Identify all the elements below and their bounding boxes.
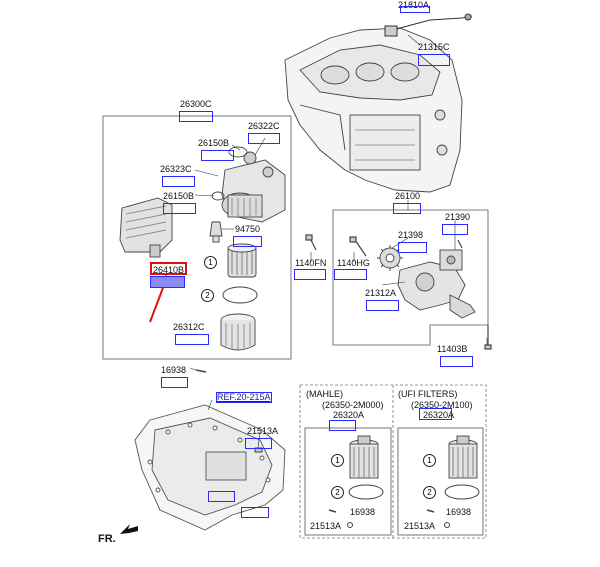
- callout-1-mahle: 1: [331, 454, 344, 467]
- oil-pump-frame: [332, 209, 489, 346]
- mahle-o-ring: [348, 484, 384, 500]
- callout-2-main: 2: [201, 289, 214, 302]
- hotspot-26150B-a[interactable]: [201, 150, 234, 161]
- label-26100: 26100: [395, 191, 421, 201]
- label-ufi-pn: (26350-2M100): [411, 400, 473, 410]
- callout-1-main: 1: [204, 256, 217, 269]
- hotspot-26322C[interactable]: [248, 133, 280, 144]
- label-21513A-pan: 21513A: [247, 426, 279, 436]
- hotspot-94750[interactable]: [233, 236, 262, 247]
- mahle-box: [304, 427, 392, 536]
- filter-element: [227, 243, 257, 278]
- highlight-26410B[interactable]: [150, 262, 187, 275]
- label-ufi-title: (UFI FILTERS): [398, 389, 458, 399]
- hotspot-1140FN[interactable]: [294, 269, 326, 280]
- hotspot-oil-pan-bolt[interactable]: [241, 507, 269, 518]
- label-1140HG: 1140HG: [337, 258, 370, 268]
- oil-cooler: [119, 197, 173, 258]
- hotspot-26323C[interactable]: [162, 176, 195, 187]
- ufi-filter-element: [448, 435, 478, 479]
- callout-2-ufi: 2: [423, 486, 436, 499]
- label-26150B-a: 26150B: [198, 138, 230, 148]
- hotspot-21390[interactable]: [442, 224, 468, 235]
- hotspot-21315C[interactable]: [418, 54, 450, 66]
- callout-2-mahle: 2: [331, 486, 344, 499]
- hotspot-21513A-pan[interactable]: [245, 438, 272, 449]
- label-11403B: 11403B: [437, 344, 468, 354]
- label-mahle-title: (MAHLE): [306, 389, 344, 399]
- o-ring: [222, 286, 258, 304]
- ufi-o-ring: [444, 484, 480, 500]
- hotspot-26300C[interactable]: [179, 111, 213, 122]
- hotspot-11403B[interactable]: [440, 356, 473, 367]
- pressure-switch: [209, 221, 223, 243]
- callout-1-ufi: 1: [423, 454, 436, 467]
- label-mahle-pn: (26350-2M000): [322, 400, 384, 410]
- oil-pan: [134, 404, 286, 531]
- label-1140FN: 1140FN: [295, 258, 327, 268]
- label-21390: 21390: [445, 212, 471, 222]
- label-21315C: 21315C: [418, 42, 450, 52]
- hotspot-26312C[interactable]: [175, 334, 209, 345]
- hotspot-16938[interactable]: [161, 377, 188, 388]
- hotspot-ufi-26320A[interactable]: [419, 408, 452, 420]
- label-mahle-21513A: 21513A: [310, 521, 342, 531]
- label-21810A: 21810A: [398, 0, 430, 10]
- label-mahle-16938: 16938: [350, 507, 376, 517]
- oil-filter-module-frame: [102, 115, 292, 360]
- hotspot-oil-pan[interactable]: [208, 491, 235, 502]
- hotspot-26100[interactable]: [393, 203, 421, 214]
- leader-lines: [189, 34, 488, 449]
- drain-bolt: [195, 369, 207, 373]
- label-26323C: 26323C: [160, 164, 192, 174]
- label-ref-20-215A[interactable]: REF.20-215A: [217, 392, 271, 402]
- engine-block: [284, 27, 463, 193]
- hotspot-ref-20-215A[interactable]: [216, 392, 272, 403]
- label-26312C: 26312C: [173, 322, 205, 332]
- label-ufi-26320A: 26320A: [423, 410, 455, 420]
- label-26322C: 26322C: [248, 121, 280, 131]
- label-94750: 94750: [235, 224, 261, 234]
- label-16938: 16938: [161, 365, 187, 375]
- hotspot-1140HG[interactable]: [334, 269, 367, 280]
- label-26300C: 26300C: [180, 99, 212, 109]
- mounting-bolts: [305, 234, 492, 350]
- hotspot-26410B[interactable]: [150, 276, 185, 288]
- oil-pump: [397, 249, 476, 319]
- label-26150B-b: 26150B: [163, 191, 195, 201]
- hotspot-mahle-26320A[interactable]: [329, 420, 356, 431]
- label-front: FR.: [98, 533, 116, 545]
- mahle-filter-element: [349, 435, 379, 479]
- label-26410B: 26410B: [153, 265, 185, 275]
- pump-sprocket: [377, 245, 403, 271]
- label-ufi-16938: 16938: [446, 507, 472, 517]
- hotspot-21398[interactable]: [398, 242, 427, 253]
- hotspot-26150B-b[interactable]: [163, 203, 196, 214]
- label-21398: 21398: [398, 230, 424, 240]
- hotspot-21810A[interactable]: [400, 6, 430, 13]
- knock-sensor-wire: [384, 13, 473, 37]
- hotspot-21312A[interactable]: [366, 300, 399, 311]
- front-arrow-icon: [120, 524, 138, 534]
- label-mahle-26320A: 26320A: [333, 410, 365, 420]
- filter-housing: [211, 146, 286, 223]
- ufi-box: [397, 427, 484, 536]
- filter-cap: [220, 313, 256, 351]
- label-ufi-21513A: 21513A: [404, 521, 436, 531]
- label-21312A: 21312A: [365, 288, 397, 298]
